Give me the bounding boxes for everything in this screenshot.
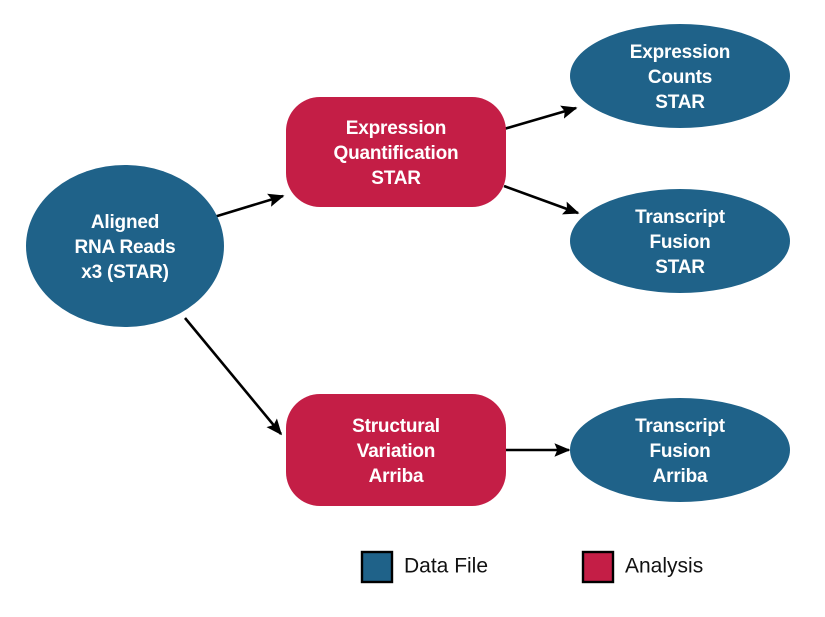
- node-label-line: x3 (STAR): [81, 262, 169, 283]
- node-label-line: Fusion: [649, 232, 710, 253]
- legend-data-file-label: Data File: [404, 555, 488, 578]
- node-shape-structural-variation: [286, 394, 506, 506]
- edge-arrow-reads-to-expression-quantification: [213, 193, 285, 219]
- legend-analysis: Analysis: [581, 550, 703, 584]
- node-label-line: Expression: [630, 42, 730, 63]
- node-label-line: STAR: [655, 257, 705, 278]
- node-shape-transcript-fusion-star: [570, 189, 790, 293]
- node-shape-aligned-rna-reads: [26, 165, 224, 327]
- node-label-line: STAR: [655, 92, 705, 113]
- legend-layer: Data File Analysis: [360, 550, 703, 584]
- edge-arrow-expression-quantification-to-fusion: [503, 184, 580, 215]
- edge-arrow-reads-to-structural-variation: [183, 317, 283, 436]
- edge-reads-to-structural-variation: [183, 317, 283, 436]
- node-shape-expression-counts: [570, 24, 790, 128]
- node-label-line: STAR: [371, 168, 421, 189]
- legend-data-file-swatch: [360, 550, 394, 584]
- edges-layer: [183, 105, 580, 457]
- node-label-line: Aligned: [91, 212, 159, 233]
- edge-expression-quantification-to-counts: [503, 105, 578, 131]
- node-label-line: Transcript: [635, 416, 726, 437]
- legend-data-file: Data File: [360, 550, 488, 584]
- node-label-line: RNA Reads: [75, 237, 176, 258]
- node-label-line: Transcript: [635, 207, 726, 228]
- legend-analysis-label: Analysis: [625, 555, 703, 578]
- edge-expression-quantification-to-fusion: [503, 184, 580, 215]
- legend-analysis-swatch: [581, 550, 615, 584]
- node-shape-transcript-fusion-arriba: [570, 398, 790, 502]
- node-label-line: Quantification: [334, 143, 459, 164]
- node-label-line: Structural: [352, 416, 440, 437]
- node-label-line: Variation: [357, 441, 435, 462]
- edge-arrow-expression-quantification-to-counts: [503, 105, 578, 131]
- node-label-line: Expression: [346, 118, 446, 139]
- edge-reads-to-expression-quantification: [213, 193, 285, 219]
- node-label-line: Arriba: [653, 466, 708, 487]
- node-shape-expression-quantification: [286, 97, 506, 207]
- node-label-line: Fusion: [649, 441, 710, 462]
- node-label-line: Counts: [648, 67, 712, 88]
- node-label-line: Arriba: [369, 466, 424, 487]
